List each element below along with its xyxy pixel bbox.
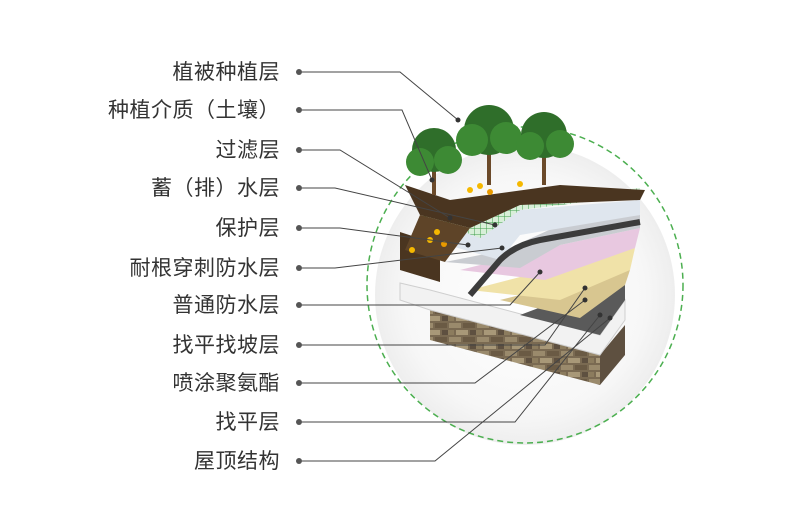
label-polyurethane: 喷涂聚氨酯 <box>173 371 281 395</box>
leader-dot-waterproof <box>296 302 302 308</box>
leader-dot-structure <box>296 458 302 464</box>
leader-line-vegetation <box>302 72 458 120</box>
leader-end-structure <box>608 316 613 321</box>
label-vegetation: 植被种植层 <box>173 60 281 84</box>
leader-end-drainage <box>493 223 498 228</box>
label-screed: 找平层 <box>216 410 281 434</box>
leader-dot-vegetation <box>296 69 302 75</box>
leader-dot-filter <box>296 147 302 153</box>
leader-end-vegetation <box>456 118 461 123</box>
leader-end-screed <box>598 313 603 318</box>
leader-end-protection <box>466 243 471 248</box>
leader-end-waterproof <box>538 270 543 275</box>
label-waterproof: 普通防水层 <box>173 293 281 317</box>
leader-dot-root-barrier <box>296 265 302 271</box>
leader-dot-soil <box>296 107 302 113</box>
label-drainage: 蓄（排）水层 <box>151 176 280 200</box>
label-protection: 保护层 <box>216 216 281 240</box>
label-structure: 屋顶结构 <box>194 449 280 473</box>
label-filter: 过滤层 <box>216 138 281 162</box>
leader-end-polyurethane <box>583 298 588 303</box>
leader-dot-slope <box>296 342 302 348</box>
label-soil: 种植介质（土壤） <box>108 98 280 122</box>
leader-dot-screed <box>296 419 302 425</box>
leader-dot-protection <box>296 225 302 231</box>
leader-end-soil <box>430 178 435 183</box>
leader-end-filter <box>448 216 453 221</box>
leader-dot-drainage <box>296 185 302 191</box>
label-root-barrier: 耐根穿刺防水层 <box>130 256 281 280</box>
leader-dot-polyurethane <box>296 380 302 386</box>
label-slope: 找平找坡层 <box>173 333 281 357</box>
leader-end-slope <box>583 286 588 291</box>
leader-end-root-barrier <box>500 246 505 251</box>
